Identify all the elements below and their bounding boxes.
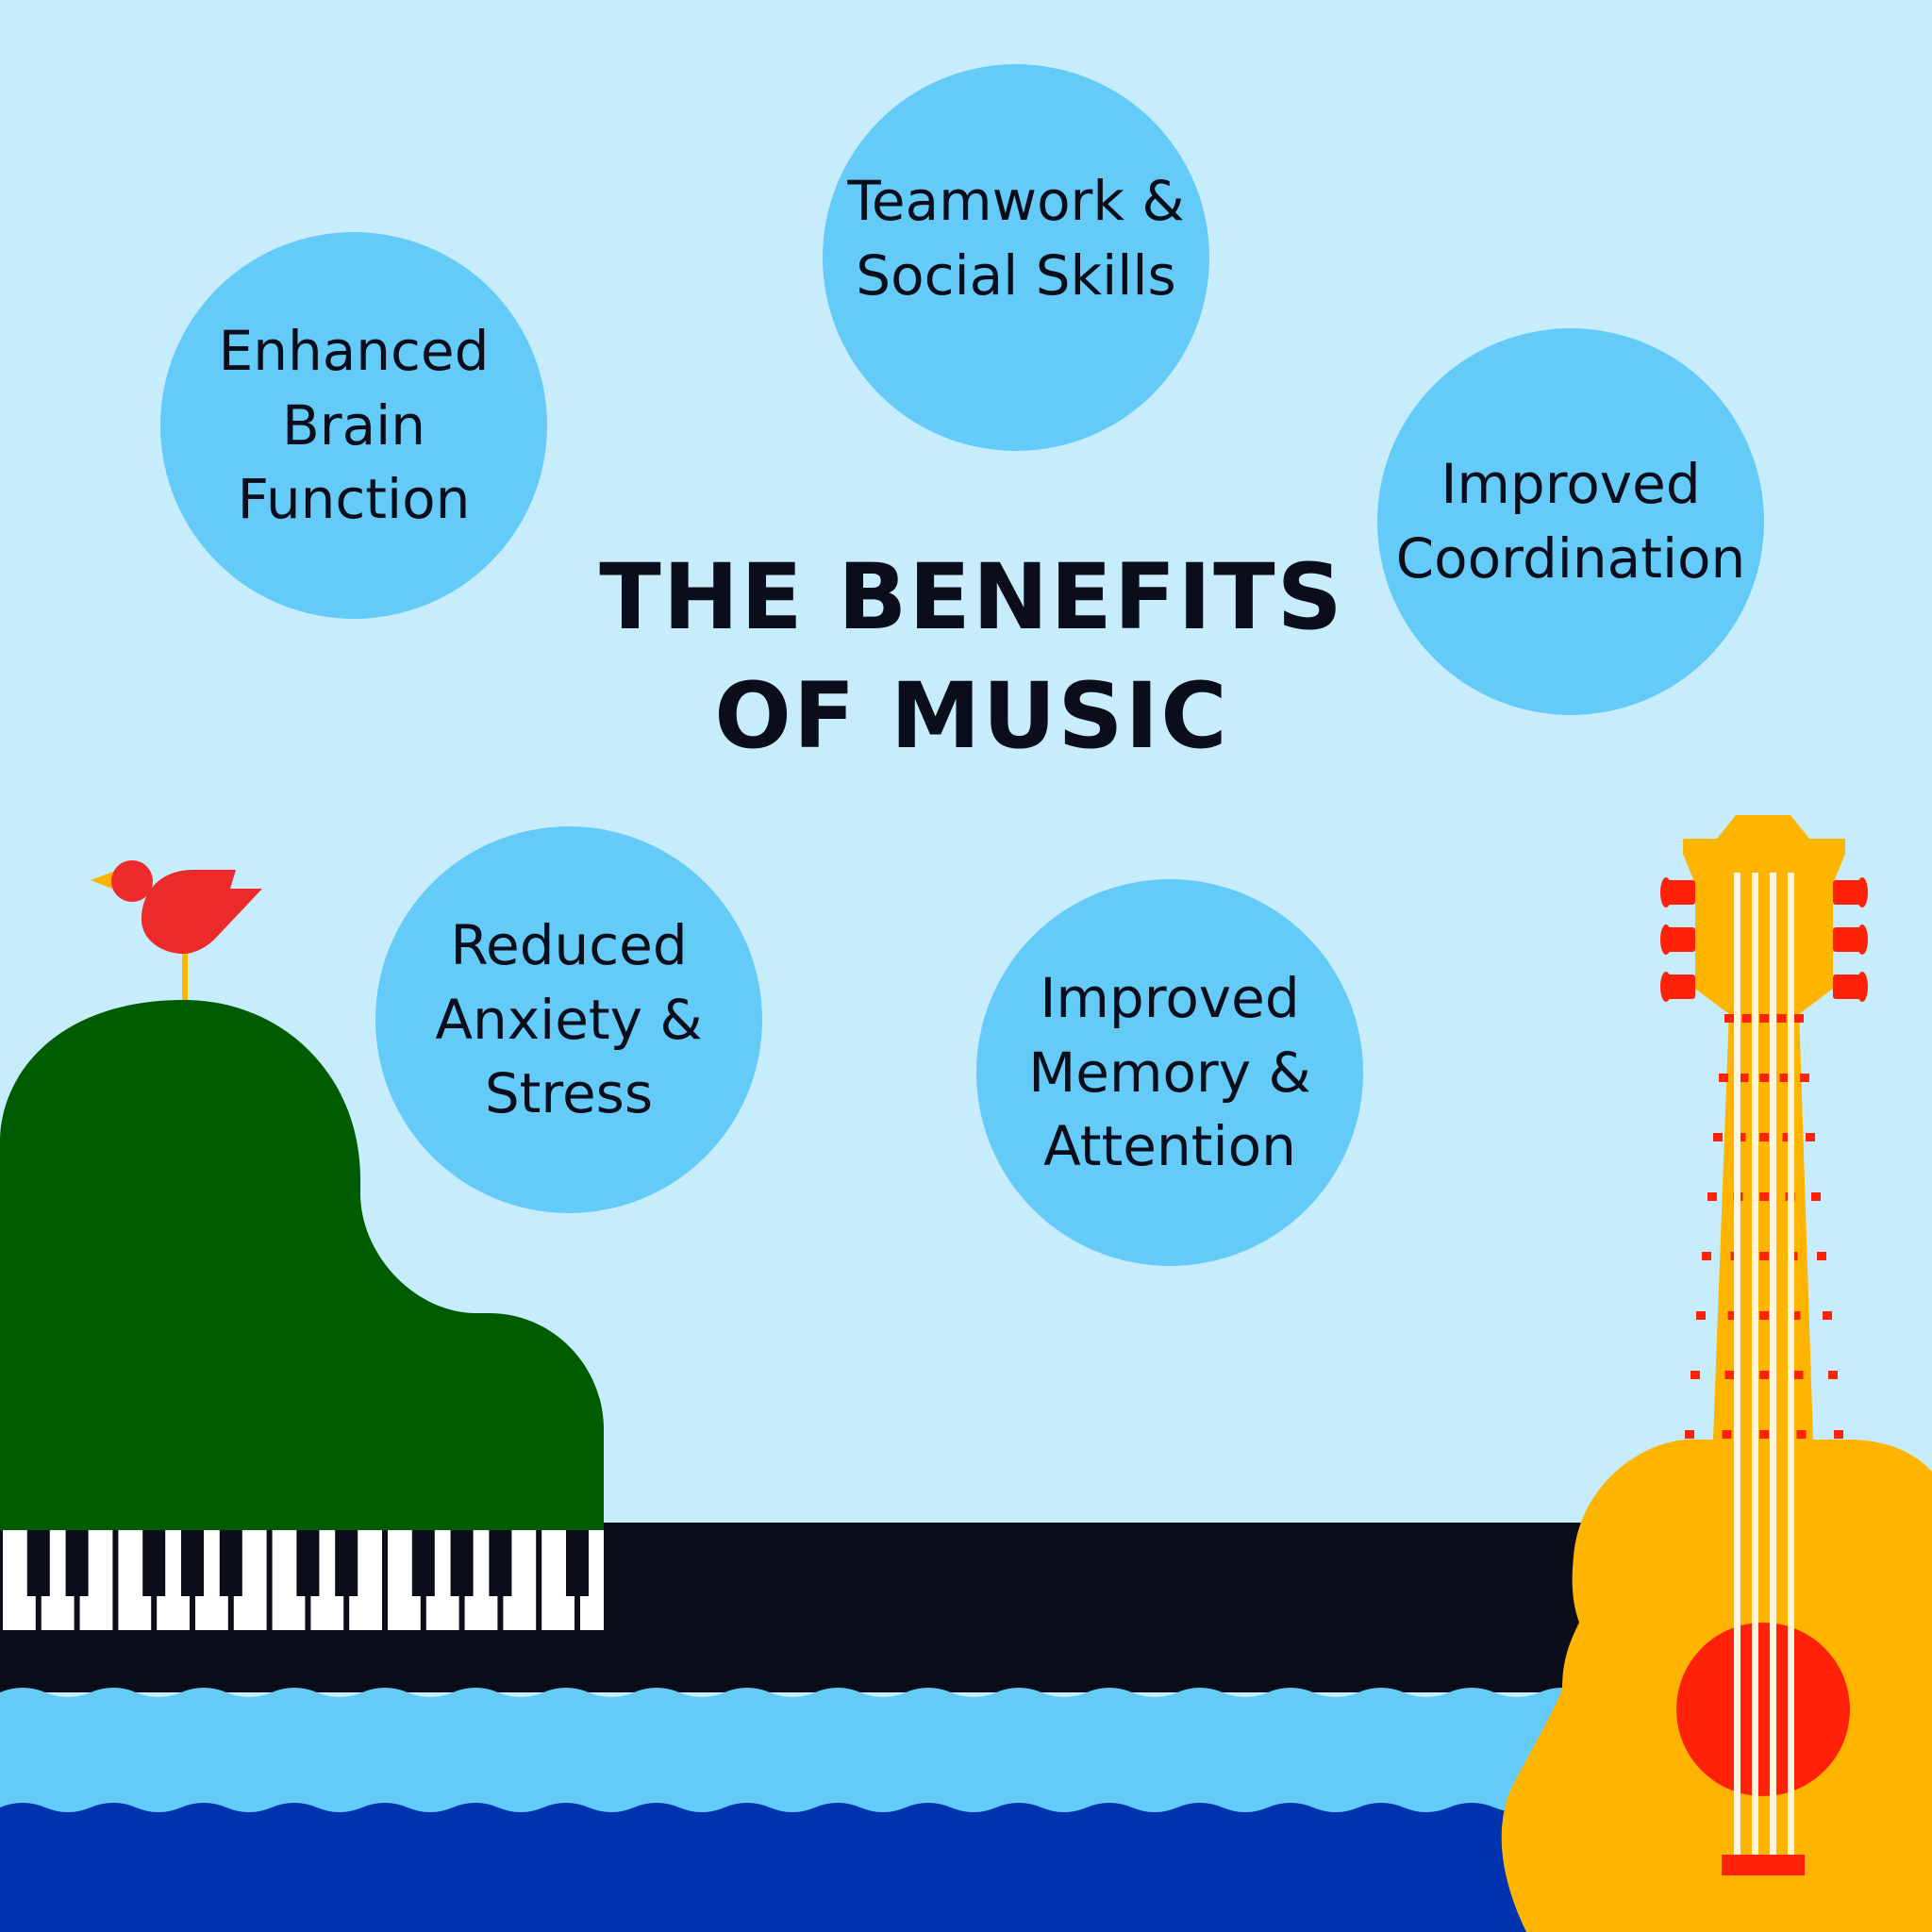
benefit-text-line: Function xyxy=(237,467,471,532)
piano-keyboard xyxy=(0,1530,619,1630)
title-line-2: OF MUSIC xyxy=(714,663,1229,769)
page-title: THE BENEFITS OF MUSIC xyxy=(491,538,1453,775)
acoustic-guitar xyxy=(1501,815,1932,1932)
benefit-bubble-teamwork: Teamwork & Social Skills xyxy=(823,64,1209,451)
benefit-text-line: Brain xyxy=(281,392,426,458)
benefit-bubble-brain: Enhanced Brain Function xyxy=(160,232,547,619)
benefit-bubble-memory: Improved Memory & Attention xyxy=(976,879,1363,1266)
benefit-text-line: Reduced xyxy=(450,912,688,977)
benefit-text-line: Social Skills xyxy=(856,243,1176,308)
benefit-bubble-anxiety: Reduced Anxiety & Stress xyxy=(375,826,762,1213)
benefit-text-line: Enhanced xyxy=(218,318,490,383)
benefit-text-line: Memory & xyxy=(1028,1040,1311,1105)
dark-water-wave xyxy=(0,1803,1932,1932)
title-line-1: THE BENEFITS xyxy=(599,544,1344,650)
benefit-text-line: Improved xyxy=(1040,965,1300,1030)
benefit-text-line: Stress xyxy=(484,1061,654,1126)
grand-piano-body xyxy=(0,1000,604,1530)
benefit-bubble-coordination: Improved Coordination xyxy=(1377,328,1764,715)
benefit-text-line: Coordination xyxy=(1395,526,1746,591)
benefit-text-line: Attention xyxy=(1043,1114,1296,1179)
benefit-text-line: Anxiety & xyxy=(435,987,703,1052)
benefit-text-line: Improved xyxy=(1441,452,1701,517)
benefit-text-line: Teamwork & xyxy=(847,169,1185,234)
red-bird xyxy=(91,860,262,1000)
